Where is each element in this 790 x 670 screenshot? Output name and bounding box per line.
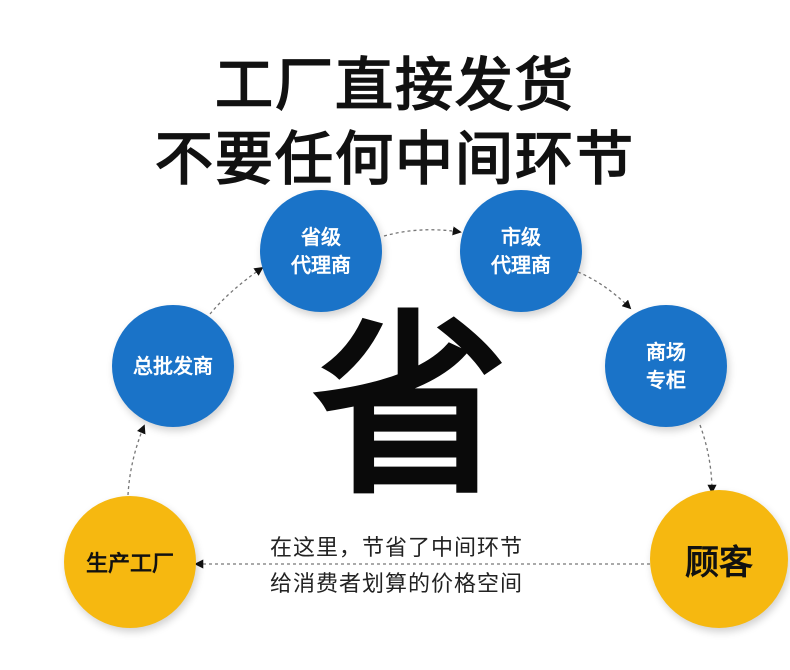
node-city-label-2: 代理商	[491, 253, 551, 277]
node-city-label-1: 市级	[501, 225, 541, 249]
arrow-wholesale-to-province	[209, 266, 264, 315]
node-wholesale: 总批发商	[112, 305, 234, 427]
node-province-agent: 省级 代理商	[260, 190, 382, 312]
savings-note-line-1: 在这里，节省了中间环节	[270, 536, 524, 561]
savings-note-line-2: 给消费者划算的价格空间	[270, 572, 524, 597]
node-city-agent: 市级 代理商	[460, 190, 582, 312]
node-mall-label-1: 商场	[646, 340, 686, 364]
node-mall-label-2: 专柜	[646, 368, 686, 392]
node-factory-label: 生产工厂	[85, 552, 174, 577]
node-customer-label: 顾客	[685, 542, 753, 583]
headline-line-2: 不要任何中间环节	[154, 125, 635, 193]
node-mall-counter: 商场 专柜	[605, 305, 727, 427]
node-province-label-2: 代理商	[291, 253, 351, 277]
arrow-factory-to-wholesale	[127, 424, 146, 496]
node-factory: 生产工厂	[64, 496, 196, 628]
center-character: 省	[311, 292, 508, 522]
node-wholesale-label: 总批发商	[133, 354, 213, 378]
node-province-label-1: 省级	[301, 225, 341, 249]
arrow-mall-to-customer	[699, 424, 717, 494]
arrow-province-to-city	[383, 226, 462, 237]
arrow-city-to-mall	[577, 271, 632, 310]
headline-line-1: 工厂直接发货	[214, 51, 575, 119]
node-customer: 顾客	[650, 490, 788, 628]
